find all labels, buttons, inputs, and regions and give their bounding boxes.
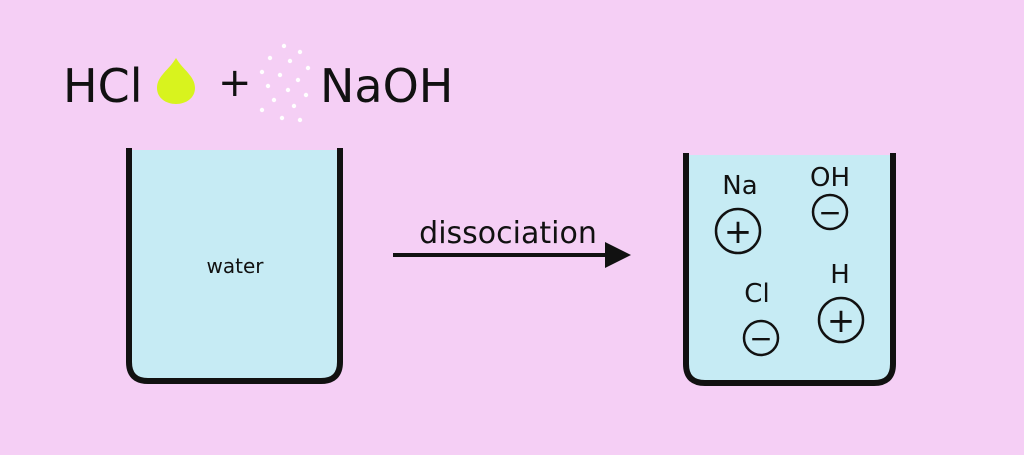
ion-sodium: Na + bbox=[714, 171, 762, 255]
charge-sign: − bbox=[818, 196, 841, 229]
right-beaker-glass bbox=[683, 153, 896, 386]
base-formula: NaOH bbox=[320, 59, 453, 113]
arrow-label: dissociation bbox=[419, 216, 597, 251]
left-beaker-glass bbox=[126, 148, 343, 384]
charge-sign: + bbox=[827, 301, 856, 341]
charge-circle bbox=[811, 193, 849, 231]
equation: HCl + NaOH bbox=[63, 43, 453, 123]
charge-sign: + bbox=[724, 212, 753, 252]
right-beaker: Na + OH − Cl − H + bbox=[683, 153, 896, 386]
ion-symbol: Cl bbox=[744, 279, 769, 309]
charge-circle bbox=[817, 296, 865, 344]
charge-circle bbox=[714, 207, 762, 255]
reaction-arrow: dissociation bbox=[393, 216, 631, 268]
ion-symbol: H bbox=[830, 260, 850, 290]
left-beaker-water bbox=[129, 150, 340, 381]
powder-dots-icon bbox=[259, 43, 311, 123]
charge-sign: − bbox=[749, 322, 772, 355]
plus-operator: + bbox=[218, 60, 252, 106]
water-label: water bbox=[207, 254, 265, 278]
acid-formula: HCl bbox=[63, 59, 143, 113]
left-beaker: water bbox=[126, 148, 343, 384]
charge-circle bbox=[742, 319, 780, 357]
ion-hydroxide: OH − bbox=[810, 163, 850, 231]
right-beaker-water bbox=[686, 155, 893, 383]
ion-chloride: Cl − bbox=[742, 279, 780, 357]
ion-symbol: OH bbox=[810, 163, 850, 193]
ion-hydrogen: H + bbox=[817, 260, 865, 344]
droplet-icon bbox=[157, 58, 195, 104]
ion-symbol: Na bbox=[722, 171, 757, 201]
arrow-head bbox=[605, 242, 631, 268]
